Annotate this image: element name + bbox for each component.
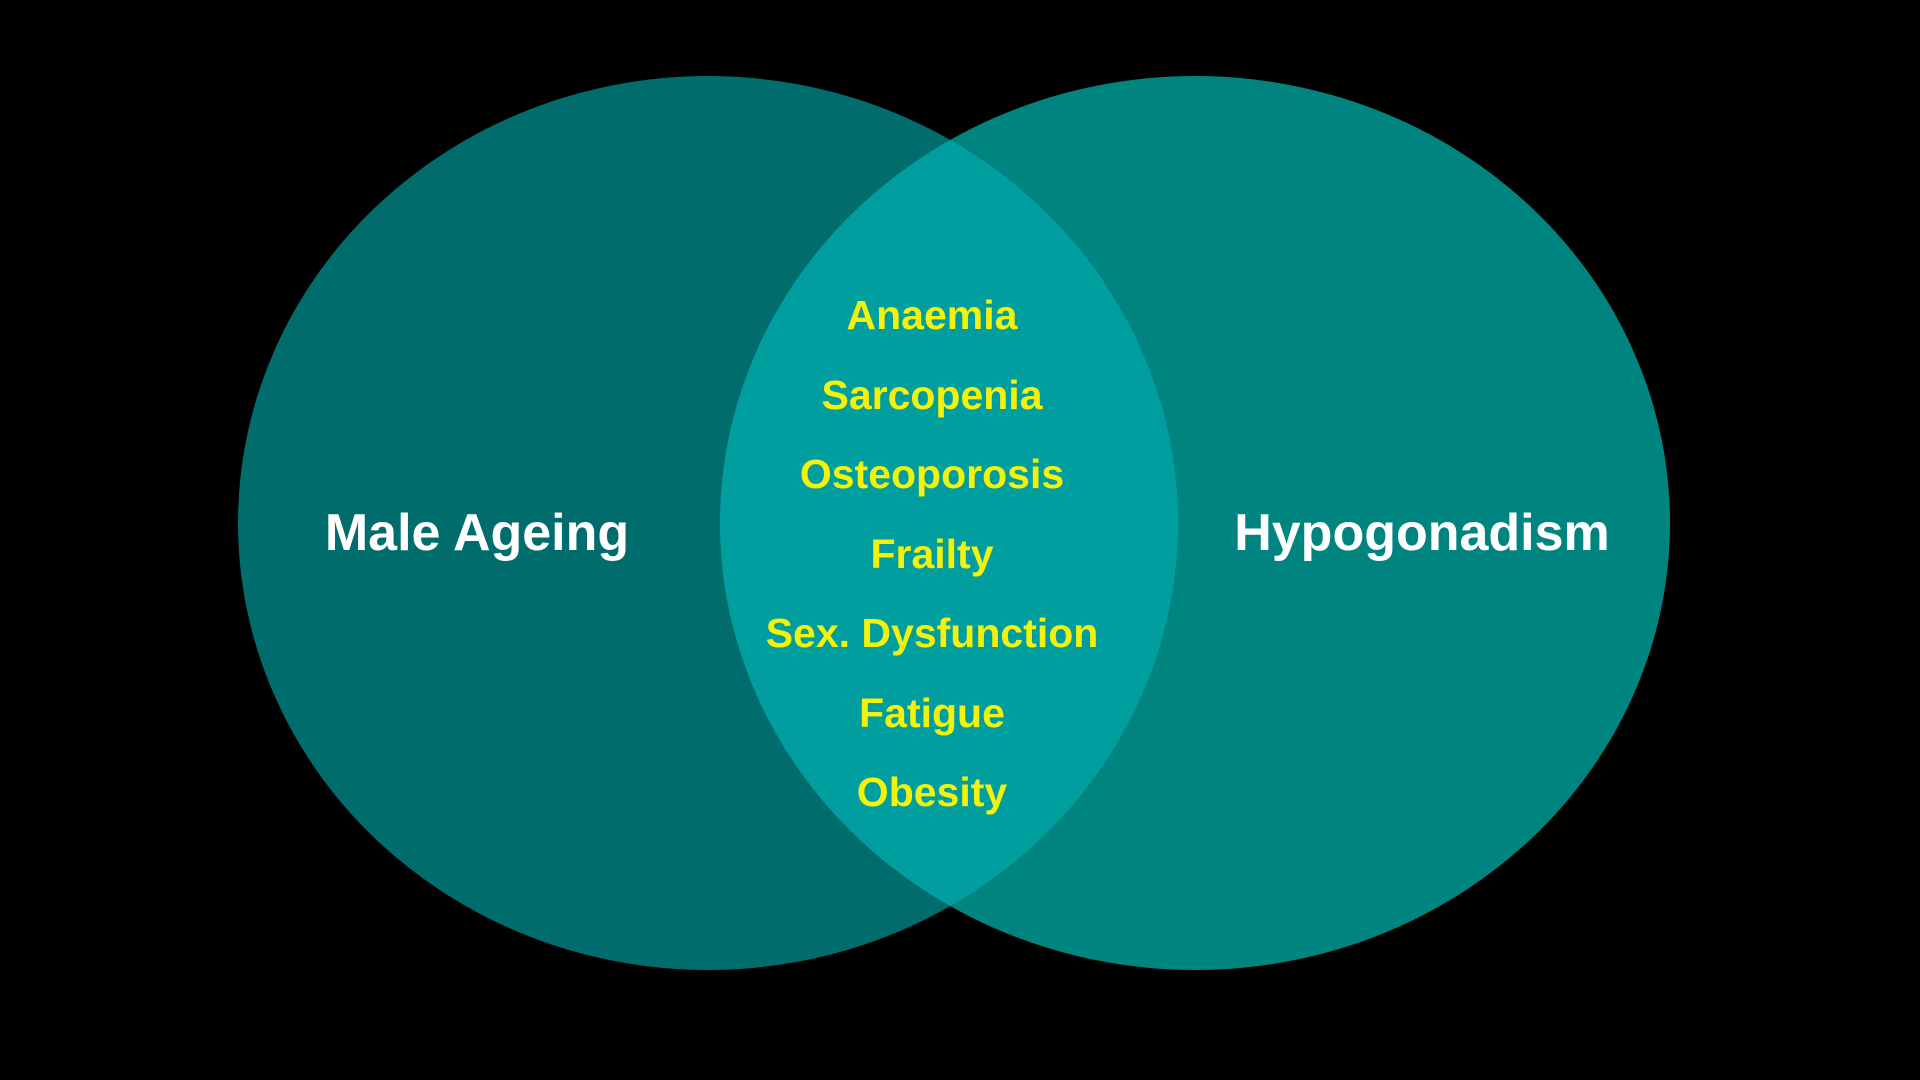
set-label-male-ageing: Male Ageing xyxy=(324,504,630,562)
overlap-item: Sarcopenia xyxy=(821,371,1043,418)
overlap-item: Anaemia xyxy=(846,292,1018,338)
overlap-items-list: Anaemia Sarcopenia Osteoporosis Frailty … xyxy=(766,295,1099,852)
intersection-region xyxy=(720,76,1178,970)
set-label-hypogonadism: Hypogonadism xyxy=(1234,504,1610,562)
overlap-item: Fatigue xyxy=(859,689,1005,736)
overlap-item: Obesity xyxy=(856,769,1008,815)
overlap-item: Frailty xyxy=(870,530,994,577)
overlap-item: Osteoporosis xyxy=(799,451,1065,497)
overlap-item: Sex. Dysfunction xyxy=(765,610,1099,656)
